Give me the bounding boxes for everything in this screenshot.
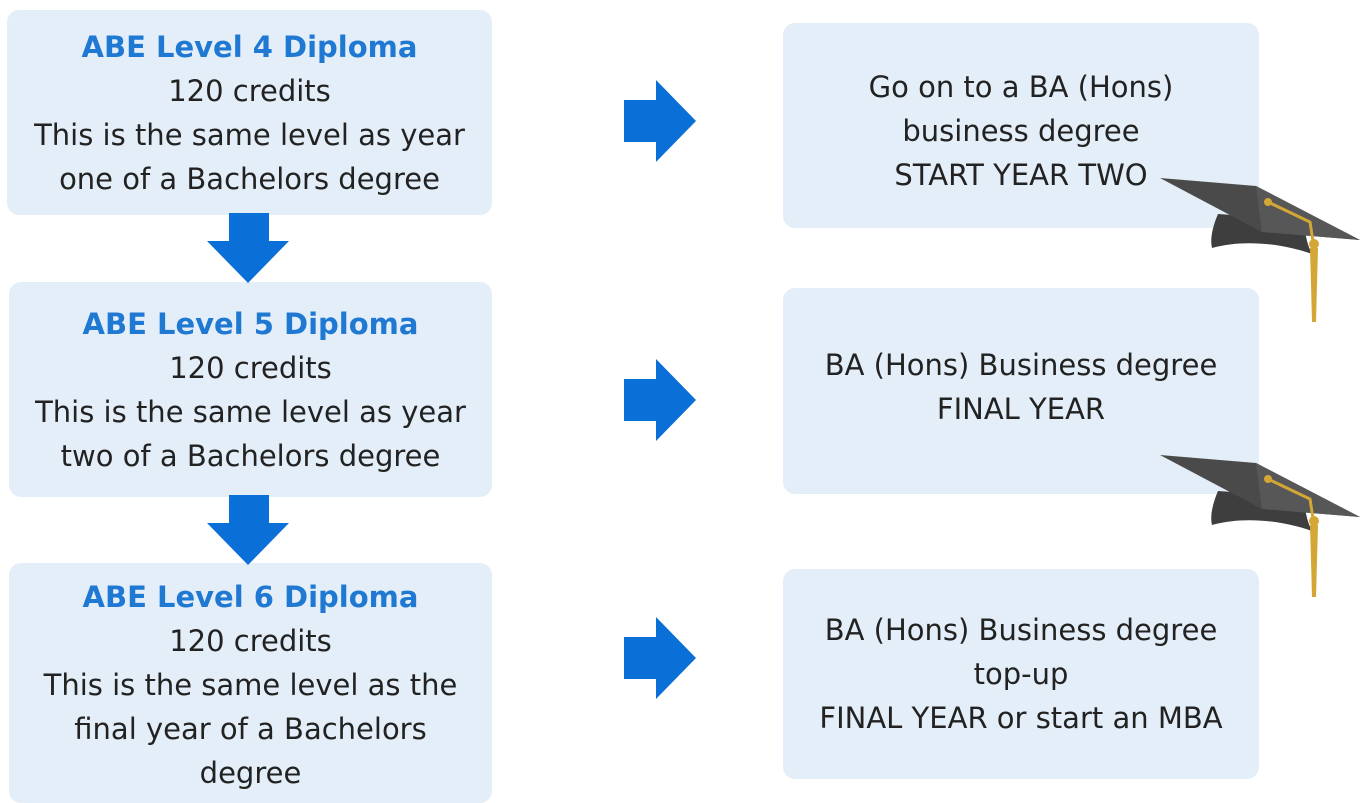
outcome-line: FINAL YEAR [936,392,1106,426]
diploma-title: ABE Level 5 Diploma [82,306,419,341]
diploma-box-level-6: ABE Level 6 Diploma 120 credits This is … [9,563,492,803]
outcome-line: START YEAR TWO [894,158,1148,192]
arrow-down-icon [207,213,289,283]
outcome-box-3: BA (Hons) Business degree top-up FINAL Y… [783,569,1259,779]
diploma-description-line: This is the same level as year [35,394,466,429]
diploma-description-line: two of a Bachelors degree [60,438,441,473]
outcome-line: Go on to a BA (Hons) [868,70,1174,104]
outcome-line: BA (Hons) Business degree [824,613,1218,647]
diploma-credits: 120 credits [168,73,331,108]
diploma-credits: 120 credits [169,624,332,658]
arrow-right-icon [624,359,696,441]
outcome-line: BA (Hons) Business degree [824,348,1218,382]
outcome-line: business degree [902,114,1140,148]
graduation-cap-icon [1160,455,1360,597]
outcome-line: FINAL YEAR or start an MBA [819,701,1223,735]
diploma-box-level-5: ABE Level 5 Diploma 120 credits This is … [9,282,492,497]
diploma-description-line: degree [199,756,302,790]
diploma-description-line: one of a Bachelors degree [59,161,440,196]
diploma-credits: 120 credits [169,350,332,385]
arrow-right-icon [624,617,696,699]
arrow-down-icon [207,495,289,565]
outcome-box-1: Go on to a BA (Hons) business degree STA… [783,23,1259,228]
diploma-title: ABE Level 4 Diploma [81,29,418,64]
arrow-right-icon [624,80,696,162]
diploma-description-line: final year of a Bachelors [74,712,427,746]
graduation-cap-icon [1160,178,1360,322]
diploma-description-line: This is the same level as year [34,117,465,152]
diploma-box-level-4: ABE Level 4 Diploma 120 credits This is … [7,10,492,215]
outcome-line: top-up [973,657,1069,691]
diploma-description-line: This is the same level as the [43,668,458,702]
diploma-title: ABE Level 6 Diploma [82,580,419,614]
